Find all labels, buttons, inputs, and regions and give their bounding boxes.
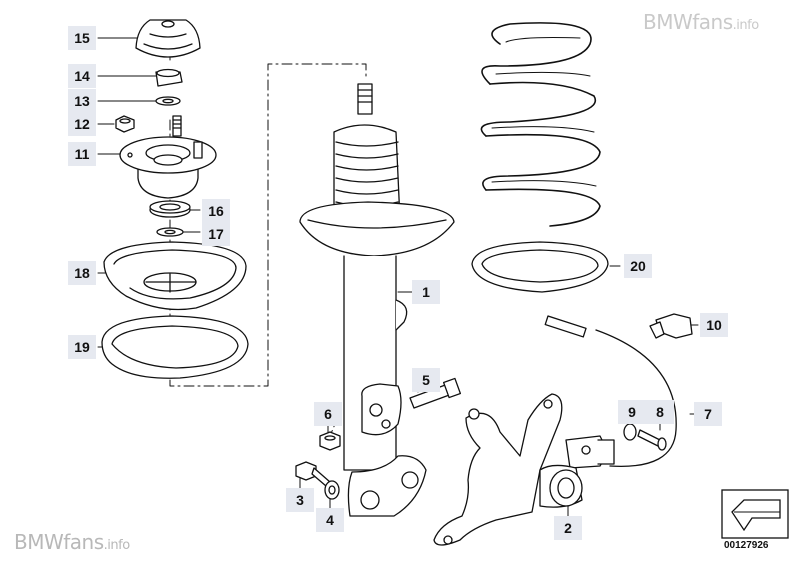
watermark-suffix: .info — [103, 538, 131, 553]
watermark-top: BMWfans.info — [643, 10, 759, 34]
callout-14: 14 — [68, 64, 96, 88]
washer-17 — [156, 227, 184, 237]
watermark-brand: BMWfans — [643, 10, 733, 34]
spring-pad-20 — [471, 241, 609, 293]
steering-knuckle-2 — [433, 393, 583, 546]
rubber-pad-19 — [101, 315, 249, 379]
callout-10: 10 — [700, 313, 728, 337]
callout-8: 8 — [646, 400, 674, 424]
callout-4: 4 — [316, 508, 344, 532]
callout-6: 6 — [314, 402, 342, 426]
callout-20: 20 — [624, 254, 652, 278]
view-direction-icon — [721, 489, 789, 539]
callout-3: 3 — [286, 488, 314, 512]
diagram-number: 00127926 — [724, 540, 769, 551]
washer-9 — [623, 423, 637, 441]
callout-9: 9 — [618, 400, 646, 424]
callout-7: 7 — [694, 402, 722, 426]
callout-11: 11 — [68, 142, 96, 166]
callout-19: 19 — [68, 335, 96, 359]
coil-spring — [480, 22, 601, 227]
nut-12 — [115, 115, 135, 133]
watermark-bottom: BMWfans.info — [14, 530, 130, 554]
watermark-brand: BMWfans — [14, 530, 104, 554]
callout-16: 16 — [202, 199, 230, 223]
washer-4 — [324, 480, 340, 500]
callout-15: 15 — [68, 26, 96, 50]
bearing-16 — [149, 200, 191, 218]
callout-18: 18 — [68, 261, 96, 285]
top-cap — [135, 19, 201, 58]
strut-mount-11 — [119, 136, 217, 199]
bolt-3 — [295, 461, 331, 487]
callout-5: 5 — [412, 368, 440, 392]
spring-seat-18 — [103, 241, 247, 311]
washer-13 — [155, 96, 181, 106]
wheel-speed-sensor-7 — [544, 315, 677, 469]
strut-1 — [299, 83, 455, 517]
watermark-suffix: .info — [732, 18, 760, 33]
callout-2: 2 — [554, 516, 582, 540]
callout-1: 1 — [412, 280, 440, 304]
callout-13: 13 — [68, 89, 96, 113]
clip-10 — [649, 313, 693, 339]
callout-12: 12 — [68, 112, 96, 136]
bolt-8 — [637, 429, 667, 451]
callout-17: 17 — [202, 222, 230, 246]
nut-14 — [155, 68, 183, 87]
nut-6 — [319, 431, 341, 451]
